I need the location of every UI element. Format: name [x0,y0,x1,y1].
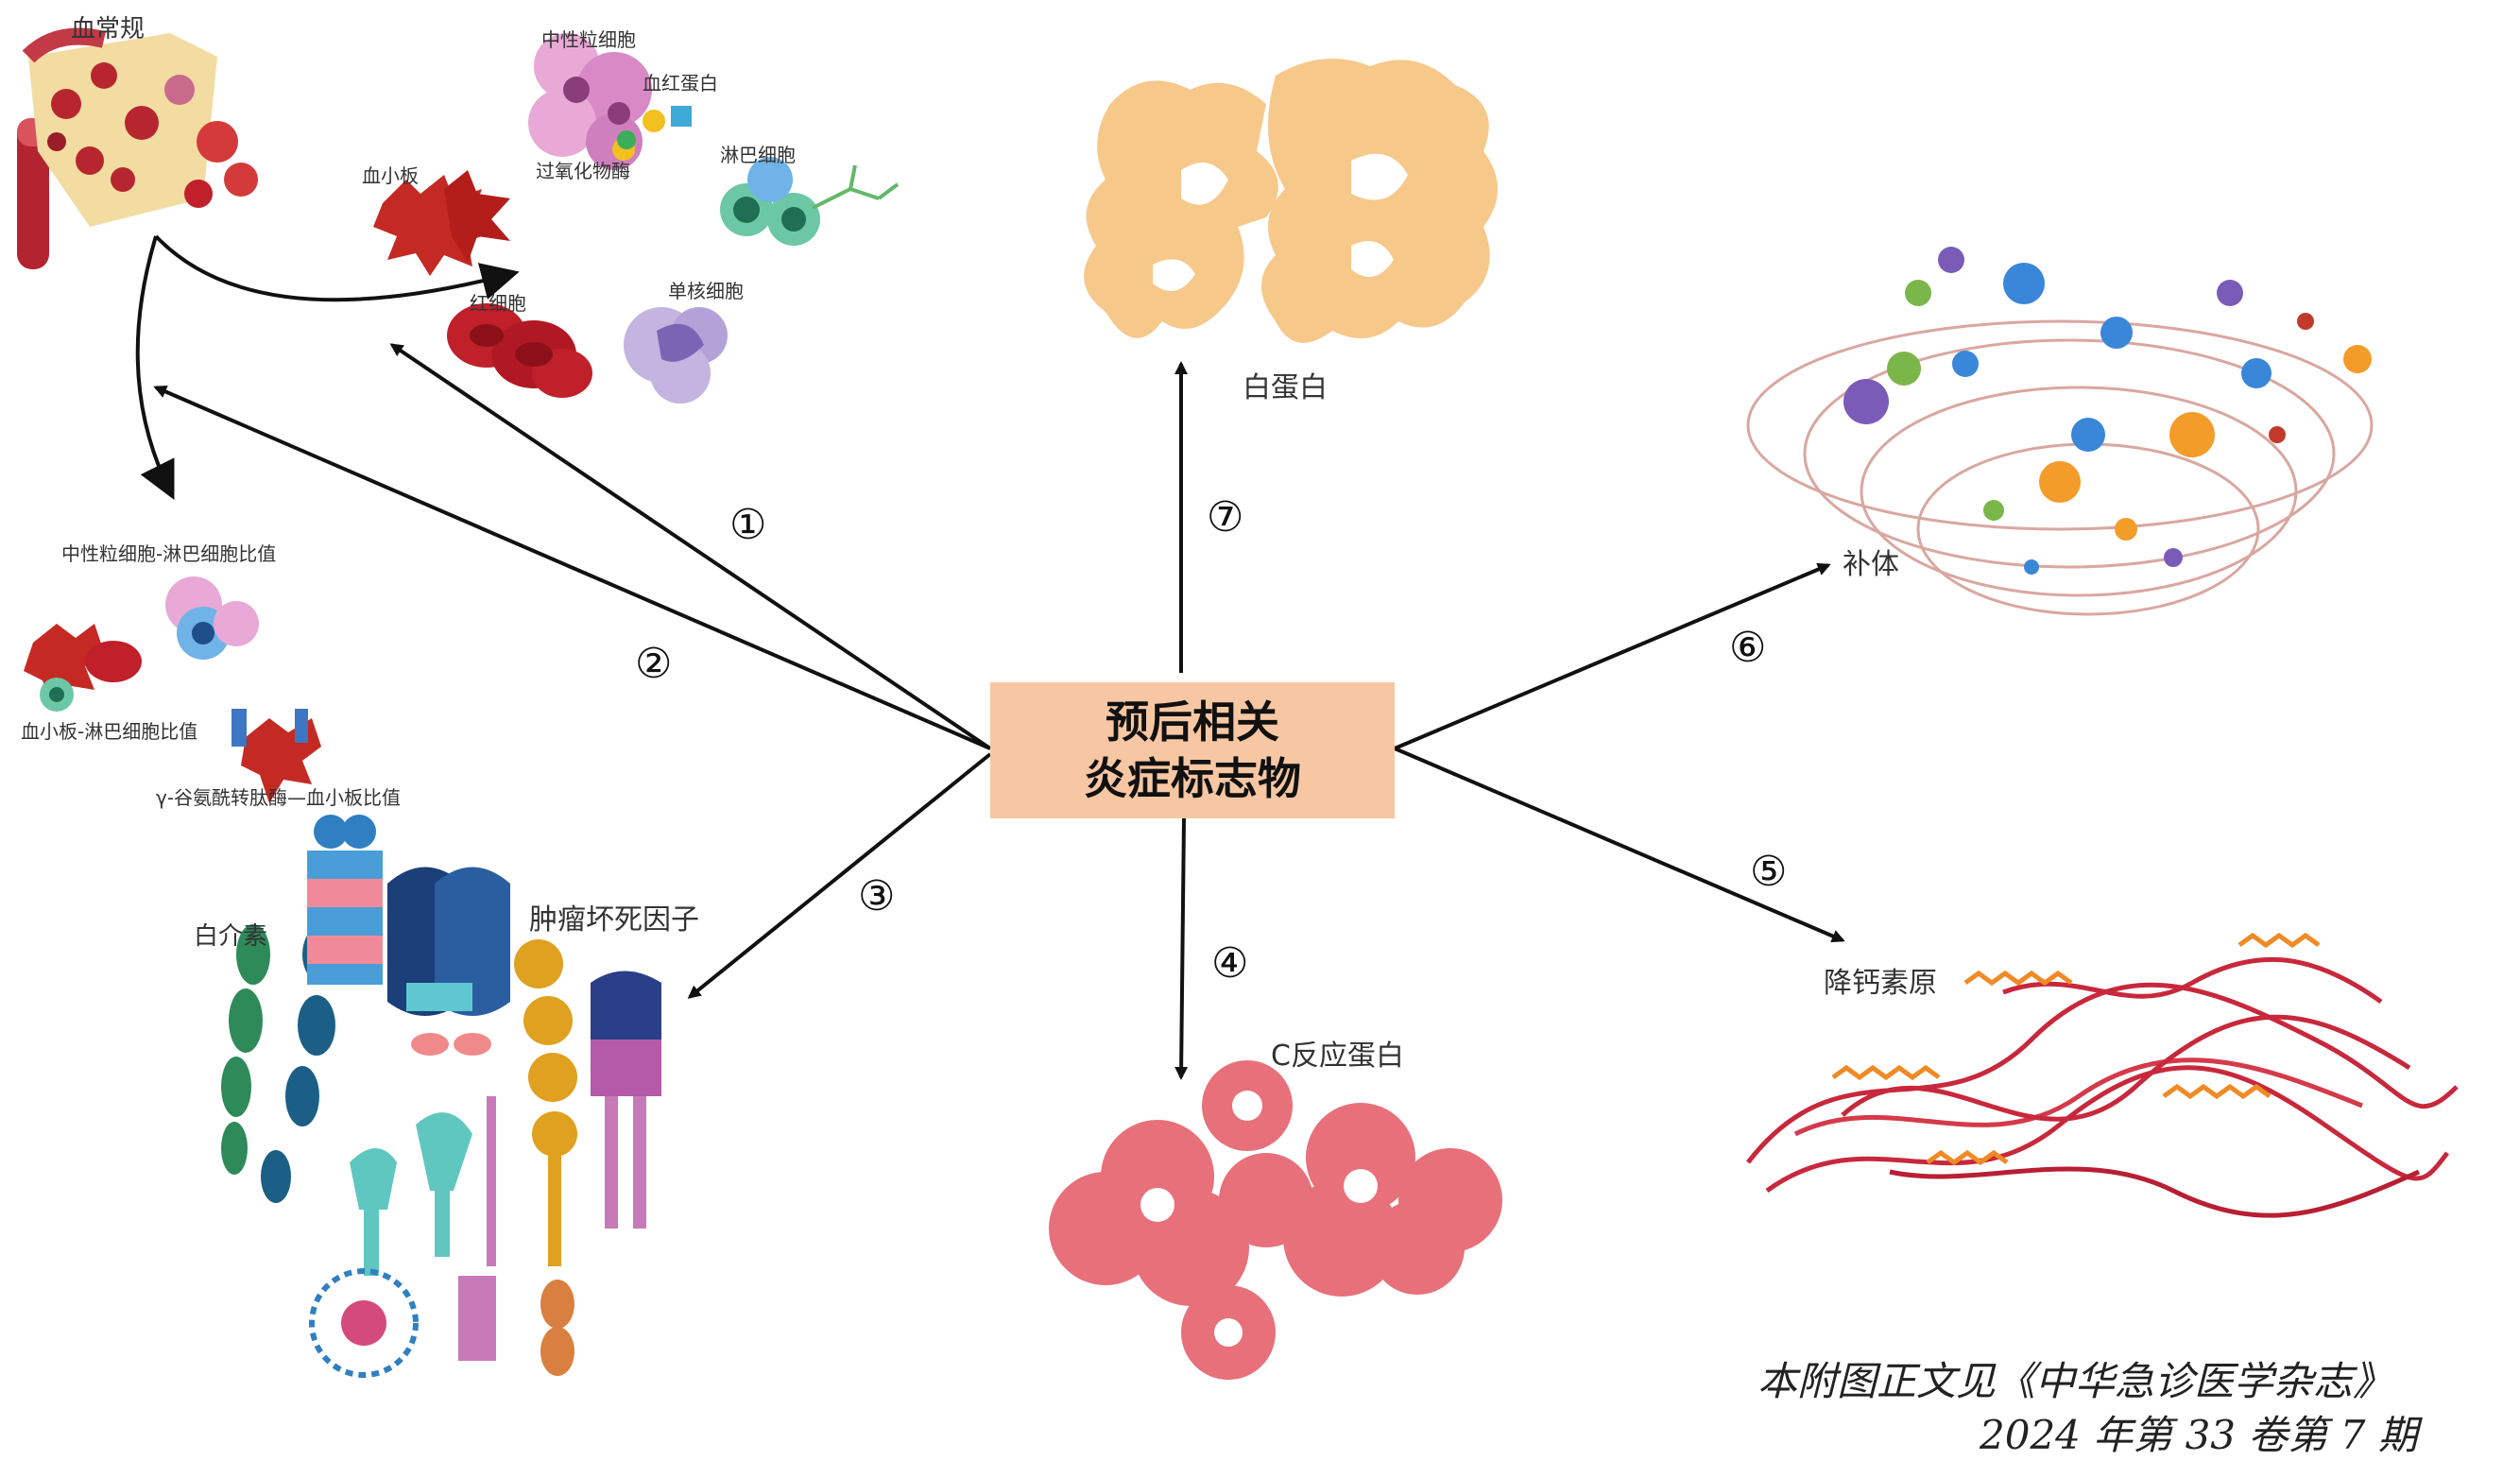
branch-number-4: ④ [1211,939,1249,988]
cytokine-illustration [221,815,661,1378]
label-lymphocyte: 淋巴细胞 [720,144,796,166]
branch-number-2: ② [635,640,673,688]
platelet-illustration [373,170,510,276]
branch-number-7: ⑦ [1207,493,1244,541]
arrow-4 [1174,817,1189,1080]
blood-routine-illustration [17,27,258,269]
label-heme: 血红蛋白 [643,72,718,95]
center-node: 预后相关 炎症标志物 [990,682,1395,818]
curve-arrow-to-ratios [135,235,175,500]
center-line-1: 预后相关 [1106,696,1279,748]
rbc-illustration [447,303,592,398]
monocyte-illustration [624,307,728,404]
footer-line-1: 本附图正文见《中华急诊医学杂志》 [1757,1358,2393,1404]
label-rbc: 红细胞 [470,292,526,315]
branch-number-3: ③ [858,872,896,920]
complement-illustration [1746,247,2374,616]
branch-number-6: ⑥ [1729,624,1767,672]
branch-number-5: ⑤ [1750,848,1788,896]
ratio-cells-illustration [24,576,321,803]
albumin-illustration [1084,59,1498,343]
branch-number-1: ① [729,501,767,549]
label-gpr: γ-谷氨酰转肽酶—血小板比值 [156,786,402,809]
label-complement: 补体 [1843,548,1899,581]
label-peroxidase: 过氧化物酶 [536,160,630,182]
label-procalcitonin: 降钙素原 [1824,967,1937,1000]
label-neutrophil: 中性粒细胞 [541,28,636,51]
arrow-5 [1394,747,1845,943]
label-platelet: 血小板 [362,164,419,187]
label-albumin: 白蛋白 [1243,371,1328,404]
arrow-1 [389,343,992,750]
label-blood-routine: 血常规 [71,15,146,43]
label-tnf: 肿瘤坏死因子 [529,903,699,937]
arrow-3 [687,752,992,999]
label-nlr: 中性粒细胞-淋巴细胞比值 [61,542,277,565]
footer-line-2: 2024 年第 33 卷第 7 期 [1980,1412,2418,1458]
label-monocyte: 单核细胞 [668,280,744,302]
arrow-2 [153,385,991,750]
curve-arrow-to-cells [154,234,520,302]
crp-illustration [1049,1060,1502,1380]
center-line-2: 炎症标志物 [1084,753,1301,804]
procalcitonin-illustration [1746,932,2459,1218]
label-crp: C反应蛋白 [1271,1040,1404,1073]
label-interleukin: 白介素 [194,922,268,951]
label-plr: 血小板-淋巴细胞比值 [21,720,198,743]
arrow-6 [1394,562,1831,750]
lymphocyte-illustration [720,157,900,246]
neutrophil-illustration [528,33,692,170]
